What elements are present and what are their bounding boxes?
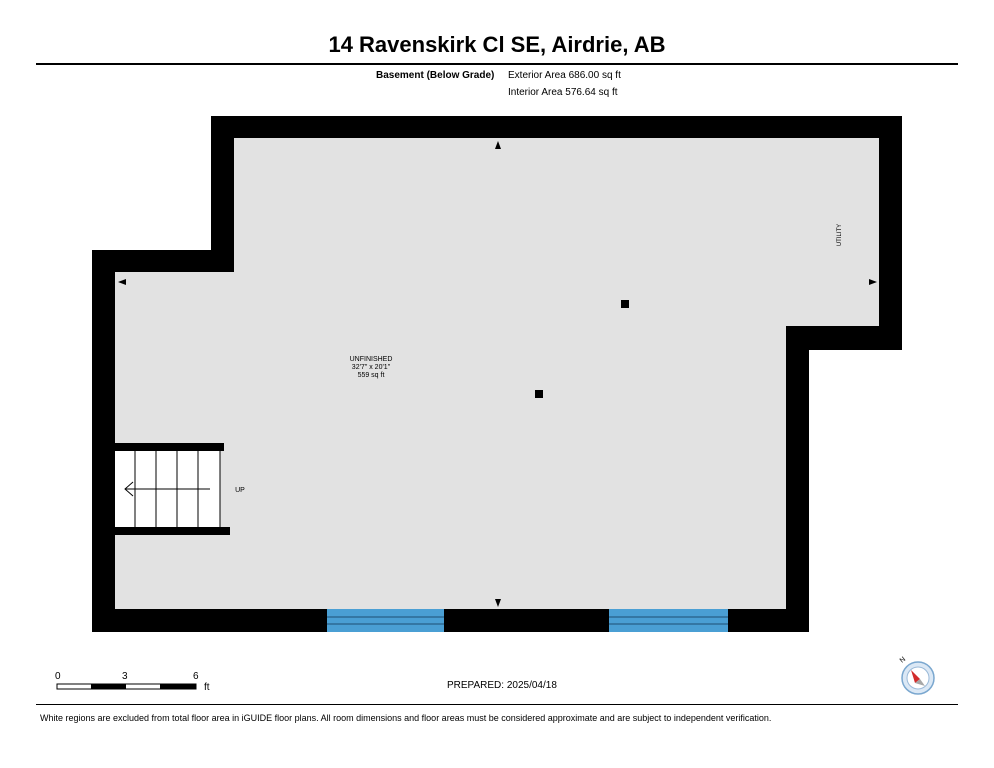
dimension-arrow-left xyxy=(118,279,126,285)
utility-label: UTILITY xyxy=(837,224,843,246)
dimension-arrow-bottom xyxy=(495,599,501,607)
dimension-arrow-right xyxy=(869,279,877,285)
disclaimer: White regions are excluded from total fl… xyxy=(40,713,772,723)
exterior-area: Exterior Area 686.00 sq ft xyxy=(508,70,621,81)
floor-area xyxy=(115,138,879,609)
scale-label-mid: 3 xyxy=(122,671,128,682)
column-upper xyxy=(621,300,629,308)
room-dimensions: 32'7" x 20'1" xyxy=(352,364,391,371)
property-title: 14 Ravenskirk Cl SE, Airdrie, AB xyxy=(328,32,666,57)
compass-north-label: N xyxy=(899,656,907,665)
footer-rule xyxy=(36,704,958,705)
level-name: Basement (Below Grade) xyxy=(376,70,495,81)
scale-label-max: 6 xyxy=(193,671,199,682)
staircase xyxy=(115,443,230,535)
dimension-arrow-top xyxy=(495,141,501,149)
header-rule xyxy=(36,63,958,65)
prepared-date: PREPARED: 2025/04/18 xyxy=(447,680,557,691)
scale-unit: ft xyxy=(204,682,210,693)
scale-label-zero: 0 xyxy=(55,671,61,682)
north-arrow-icon: N xyxy=(899,656,935,695)
room-area: 559 sq ft xyxy=(358,372,385,379)
window-right xyxy=(609,609,728,632)
stairs-up-label: UP xyxy=(235,487,245,494)
interior-area: Interior Area 576.64 sq ft xyxy=(508,87,618,98)
column-lower xyxy=(535,390,543,398)
scale-bar xyxy=(56,683,197,690)
room-name: UNFINISHED xyxy=(350,356,393,363)
window-left xyxy=(327,609,444,632)
